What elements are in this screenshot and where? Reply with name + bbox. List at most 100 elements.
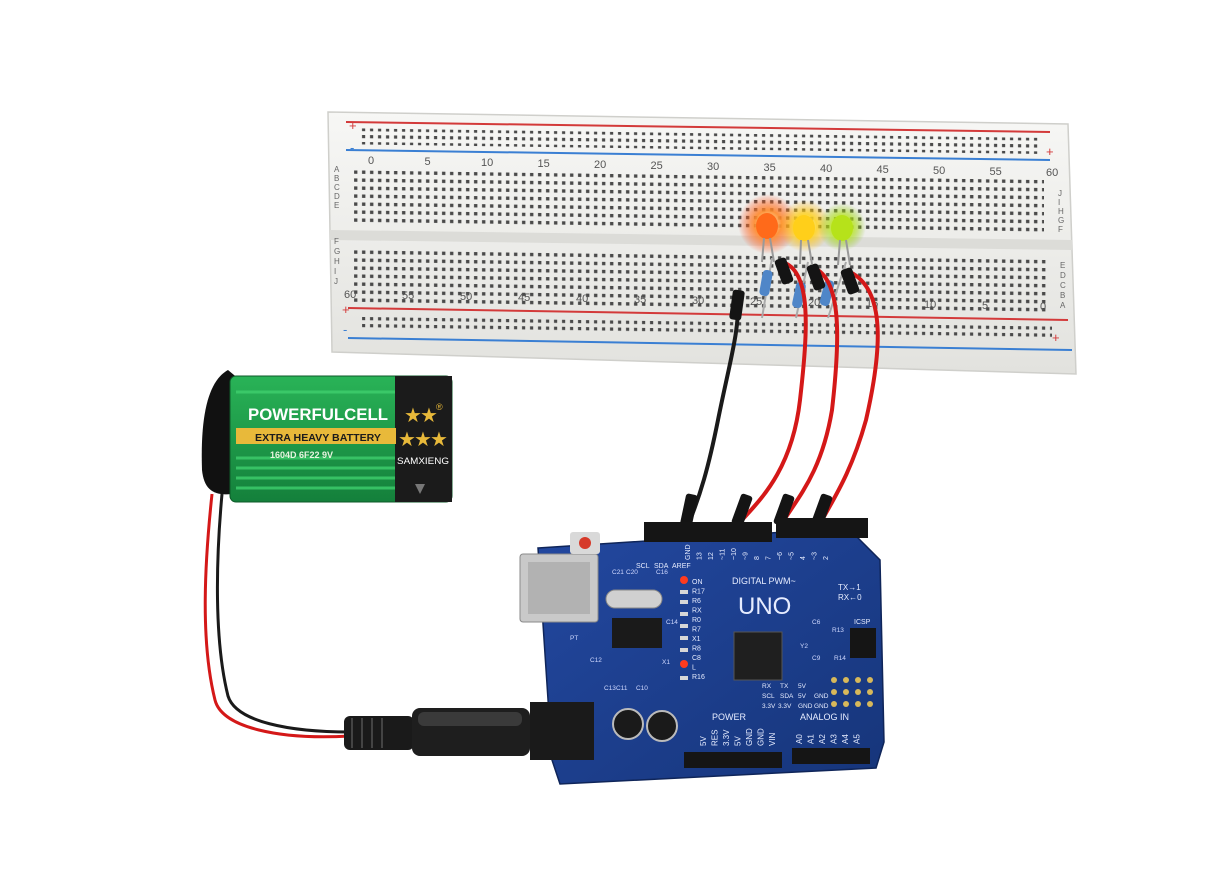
rail-plus-top-right: + — [1046, 144, 1054, 159]
digital-pin-label: ~5 — [789, 552, 796, 560]
component-label: C6 — [812, 619, 821, 626]
battery-maker: SAMXIENG — [397, 456, 449, 466]
digital-pin-label: 13 — [697, 552, 704, 560]
column-number: 20 — [594, 159, 606, 171]
component-label: C10 — [636, 685, 648, 692]
row-letter: D — [1060, 271, 1066, 280]
component-label: PT — [570, 635, 578, 642]
row-letter: G — [1058, 216, 1064, 225]
pad-label: GND — [814, 703, 829, 710]
analog-pin-label: A0 — [795, 734, 804, 744]
status-led-label: ON — [692, 579, 703, 586]
digital-pin-label: GND — [685, 544, 692, 560]
column-number: 45 — [877, 164, 889, 176]
crystal — [605, 589, 663, 609]
component-label: C13 — [604, 685, 616, 692]
status-led-label: R0 — [692, 617, 701, 624]
power-header — [684, 752, 782, 768]
black-wire — [688, 292, 741, 522]
capacitor-1 — [612, 708, 644, 740]
digital-label: DIGITAL PWM~ — [732, 576, 796, 586]
row-letter: A — [1060, 301, 1066, 310]
red-wire-2 — [782, 266, 840, 522]
column-number: 10 — [924, 299, 936, 311]
tx-label: TX→1 — [838, 583, 861, 592]
digital-pin-label: 7 — [766, 556, 773, 560]
component-label: R13 — [832, 627, 844, 634]
digital-pin-label: ~11 — [720, 549, 727, 560]
row-letter: B — [334, 174, 339, 183]
row-letter: H — [334, 257, 340, 266]
column-number: 40 — [820, 163, 832, 175]
column-number: 60 — [344, 289, 356, 301]
rail-plus-bottom-right: + — [1052, 330, 1060, 345]
battery-brand: POWERFULCELL — [248, 405, 388, 424]
row-letter: C — [1060, 281, 1066, 290]
column-number: 5 — [425, 156, 431, 168]
aref-pin-label: SDA — [654, 563, 669, 570]
battery-9v: POWERFULCELL EXTRA HEAVY BATTERY 1604D 6… — [201, 370, 453, 503]
row-letter: F — [334, 237, 339, 246]
digital-pin-label: 2 — [823, 556, 830, 560]
battery-registered-mark: ® — [436, 402, 443, 412]
power-pin-label: 3.3V — [722, 729, 731, 746]
analog-pin-label: A1 — [807, 734, 816, 744]
status-led-label: RX — [692, 608, 702, 615]
power-pin-label: GND — [757, 728, 766, 746]
battery-type-label: EXTRA HEAVY BATTERY — [255, 433, 381, 444]
column-number: 0 — [368, 155, 374, 167]
status-led-label: C8 — [692, 655, 701, 662]
power-label: POWER — [712, 712, 747, 722]
column-number: 5 — [982, 300, 988, 312]
power-pin-label: RES — [711, 730, 720, 746]
status-led-label: X1 — [692, 636, 701, 643]
row-letter: I — [1058, 198, 1060, 207]
pad-label: GND — [814, 693, 829, 700]
component-label: C11 — [616, 685, 628, 692]
analog-pin-label: A5 — [853, 734, 862, 744]
pad-label: TX — [780, 683, 789, 690]
board-labels: UNO DIGITAL PWM~ TX→1 RX←0 POWER ANALOG … — [570, 544, 871, 746]
rail-plus-bottom-left: + — [342, 302, 350, 317]
analog-pin-label: A2 — [818, 734, 827, 744]
rail-minus-top-left: - — [350, 140, 354, 155]
led-green — [831, 215, 853, 241]
led-group — [738, 194, 866, 319]
row-letter: D — [334, 192, 340, 201]
column-number: 60 — [1046, 167, 1058, 179]
jumper-wires — [688, 260, 880, 522]
component-label: C21 — [612, 569, 624, 576]
led-yellow — [793, 215, 815, 241]
row-letter: G — [334, 247, 340, 256]
column-number: 30 — [707, 161, 719, 173]
component-label: C9 — [812, 655, 821, 662]
row-letter: J — [1058, 189, 1062, 198]
component-label: R14 — [834, 655, 846, 662]
row-letter: H — [1058, 207, 1064, 216]
svg-text:★: ★ — [420, 405, 438, 427]
column-number: 10 — [481, 157, 493, 169]
power-pin-label: GND — [745, 728, 754, 746]
column-number: 40 — [576, 293, 588, 305]
column-number: 50 — [460, 291, 472, 303]
pad-label: GND — [798, 703, 813, 710]
column-number: 15 — [538, 158, 550, 170]
red-wire-1 — [740, 260, 808, 522]
pad-grid — [831, 677, 873, 707]
digital-pin-label: ~3 — [812, 552, 819, 560]
status-led-label: R7 — [692, 627, 701, 634]
row-letter: A — [334, 165, 340, 174]
digital-pin-label: ~9 — [743, 552, 750, 560]
component-label: C12 — [590, 657, 602, 664]
row-letter: E — [1060, 261, 1065, 270]
component-label: C20 — [626, 569, 638, 576]
digital-pin-label: 12 — [708, 552, 715, 560]
analog-pin-label: A4 — [841, 734, 850, 744]
